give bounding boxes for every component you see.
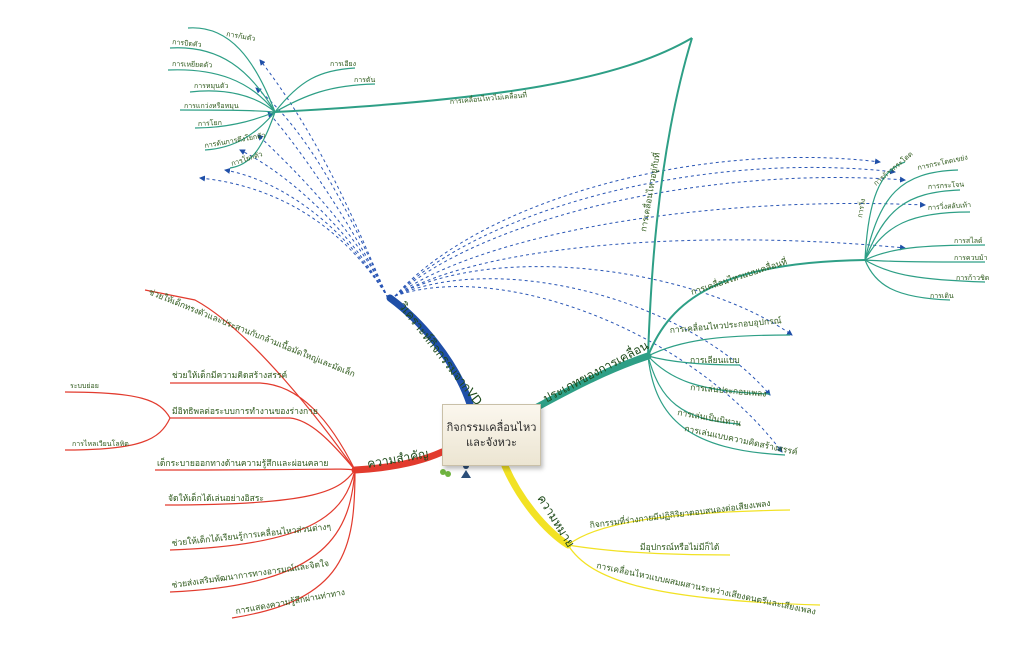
importance-subitem: ระบบย่อย: [70, 382, 99, 390]
types-item: การเล่นแบบความคิดสร้างสรรค์: [683, 423, 798, 458]
importance-subitem: การไหลเวียนโลหิต: [72, 439, 129, 448]
nonlocomotor-relay-label: การเคลื่อนไหวไม่เคลื่อนที่: [449, 90, 527, 106]
nonlocomotor-item: การดันการดึงโยกตัว: [204, 130, 266, 150]
locomotor-item: การกระโดดเขย่ง: [917, 152, 969, 171]
analysis-branch: [386, 294, 474, 408]
locomotor-item: การเดิน: [930, 292, 954, 300]
nonlocomotor-item: การตัน: [354, 76, 375, 84]
types-branch: [167, 27, 986, 456]
meaning-item: มีอุปกรณ์หรือไม่มีก็ได้: [640, 541, 719, 553]
central-topic[interactable]: กิจกรรมเคลื่อนไหว และจังหวะ: [442, 404, 541, 466]
nonlocomotor-item: การเอียง: [330, 60, 356, 68]
types-item: การเลียนแบบ: [690, 355, 740, 366]
nonlocomotor-item: การโยก: [198, 118, 222, 128]
locomotor-label: การเคลื่อนไหวแบบเคลื่อนที่: [689, 255, 789, 298]
types-item: การเคลื่อนไหวประกอบอุปกรณ์: [669, 314, 782, 336]
locomotor-item: การกระโจน: [928, 179, 965, 191]
types-item: การเล่นประกอบเพลง: [690, 383, 767, 400]
nonlocomotor-item: การบิดตัว: [172, 38, 202, 49]
importance-item: การแสดงความรู้สึกผ่านท่าทาง: [235, 587, 346, 617]
clover-icon: [440, 469, 451, 477]
meaning-item: การเคลื่อนไหวแบบผสมผสานระหว่างเสียงดนตรี…: [595, 559, 817, 617]
importance-branch: [64, 289, 446, 619]
locomotor-top-label: การวิ่ง: [855, 198, 867, 219]
importance-item: ช่วยส่งเสริมพัฒนาการทางอารมณ์และจิตใจ: [171, 558, 330, 591]
analysis-branch-label: วิเคราะห์กิจกรรมจากVD: [395, 299, 485, 408]
locomotor-item: การก้าวชิด: [956, 274, 989, 282]
importance-item: ช่วยให้เด็กทรงตัวและประสานกับกล้ามเนื้อม…: [147, 286, 357, 380]
importance-item: จัดให้เด็กได้เล่นอย่างอิสระ: [168, 492, 264, 504]
nonlocomotor-item: การแกว่งหรือหมุน: [184, 102, 239, 110]
locomotor-item: การวิ่งสลับเท้า: [928, 200, 972, 212]
nonlocomotor-item: การเหยียดตัว: [172, 60, 212, 69]
meaning-branch: [501, 462, 821, 606]
nonlocomotor-item: การโยกตัว: [230, 149, 264, 168]
meaning-item: กิจกรรมที่ร่างกายมีปฏิกิริยาตอบสนองต่อเส…: [589, 497, 771, 531]
locomotor-item: การควบม้า: [954, 254, 988, 262]
nonlocomotor-item: การหมุนตัว: [194, 82, 228, 90]
locomotor-item: การสไลด์: [954, 236, 983, 245]
central-topic-line2: และจังหวะ: [466, 436, 517, 449]
importance-item: ช่วยให้เด็กมีความคิดสร้างสรรค์: [172, 369, 287, 381]
central-topic-line1: กิจกรรมเคลื่อนไหว: [446, 421, 537, 434]
importance-item: ช่วยให้เด็กได้เรียนรู้การเคลื่อนไหวส่วนต…: [171, 520, 331, 549]
nonlocomotor-label: การเคลื่อนไหวอยู่กับที่: [637, 151, 663, 232]
importance-item: เด็กระบายออกทางด้านความรู้สึกและผ่อนคลาย: [157, 457, 328, 469]
types-branch-label: ประเภทของการเคลื่อน: [540, 337, 651, 406]
importance-item: มีอิทธิพลต่อระบบการทำงานของร่างกาย: [172, 406, 318, 417]
